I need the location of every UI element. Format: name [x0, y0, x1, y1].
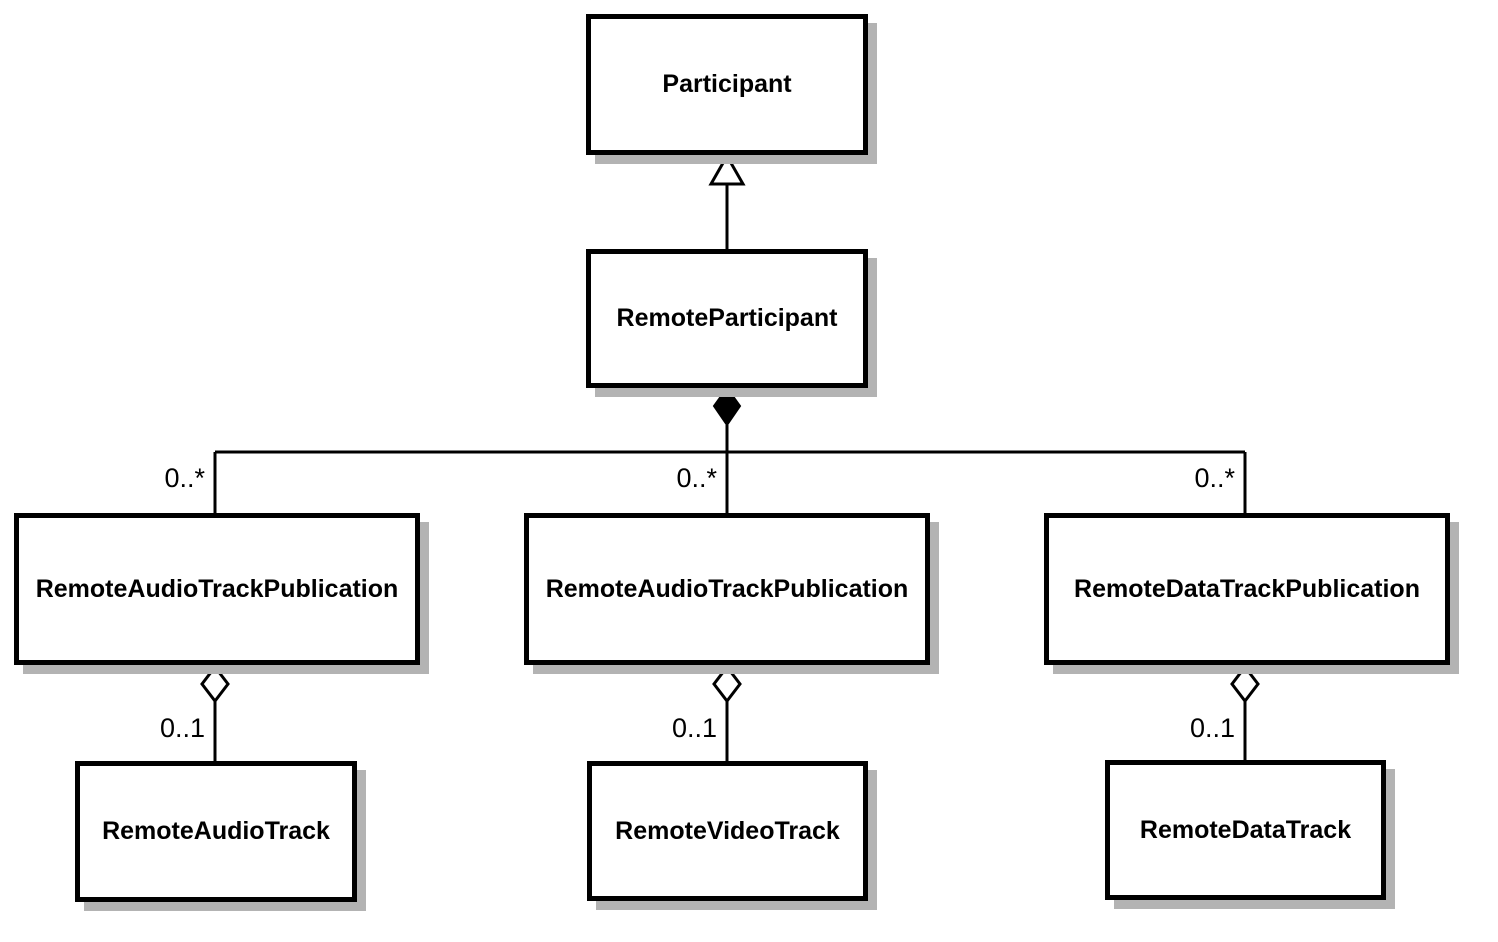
class-box-remote-video-track: RemoteVideoTrack: [587, 761, 868, 901]
class-box-remote-audio-track-publication-middle: RemoteAudioTrackPublication: [524, 513, 930, 665]
composition-diamond-icon: [712, 386, 742, 427]
class-box-remote-data-track: RemoteDataTrack: [1105, 760, 1386, 900]
multiplicity-label: 0..1: [1189, 713, 1235, 743]
class-name: RemoteVideoTrack: [615, 816, 840, 845]
class-name: RemoteAudioTrackPublication: [545, 574, 909, 603]
multiplicity-label: 0..*: [1194, 463, 1235, 493]
aggregation-diamond-icon-middle: [712, 664, 742, 704]
aggregation-diamond-icon-left: [200, 664, 230, 704]
multiplicity-label: 0..*: [676, 463, 717, 493]
aggregation-diamond-icon-right: [1230, 664, 1260, 704]
class-name: RemoteParticipant: [616, 304, 838, 332]
multiplicity-label: 0..*: [164, 463, 205, 493]
class-box-remote-audio-track-publication-left: RemoteAudioTrackPublication: [14, 513, 420, 665]
class-name: Participant: [662, 70, 792, 98]
class-name: RemoteDataTrackPublication: [1074, 574, 1420, 603]
class-name: RemoteAudioTrack: [102, 817, 330, 845]
class-box-remote-audio-track: RemoteAudioTrack: [75, 761, 357, 902]
class-box-participant: Participant: [586, 14, 868, 155]
class-name: RemoteAudioTrackPublication: [35, 574, 399, 603]
generalization-triangle-icon: [708, 152, 746, 186]
class-name: RemoteDataTrack: [1139, 815, 1352, 844]
class-box-remote-data-track-publication: RemoteDataTrackPublication: [1044, 513, 1450, 665]
multiplicity-label: 0..1: [671, 713, 717, 743]
class-box-remote-participant: RemoteParticipant: [586, 249, 868, 388]
multiplicity-label: 0..1: [159, 713, 205, 743]
